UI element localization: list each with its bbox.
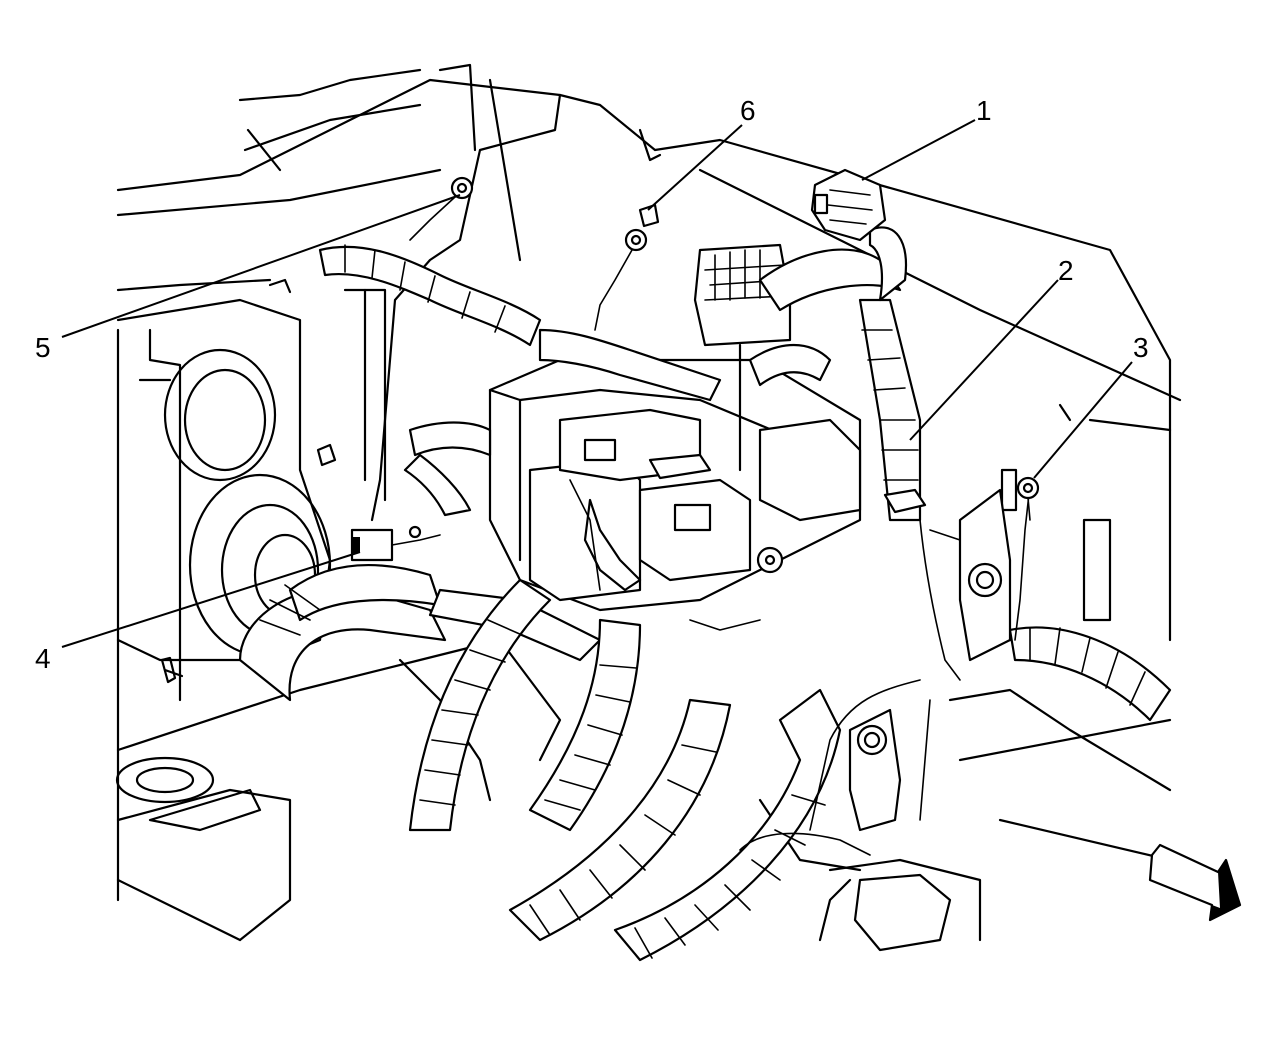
- leader-6: [647, 124, 743, 211]
- connector-4: [350, 525, 441, 562]
- ground-terminal-3: [1016, 476, 1040, 521]
- leader-2: [909, 279, 1059, 441]
- callout-3: 3: [1133, 332, 1149, 363]
- callout-4: 4: [35, 643, 51, 674]
- callout-5: 5: [35, 332, 51, 363]
- connector-1: [810, 168, 887, 242]
- ground-terminal-5: [409, 176, 474, 241]
- wiring-harness: [238, 226, 1172, 962]
- callout-numbers: 1 2 3 4 5 6: [35, 95, 1149, 674]
- leader-3: [1033, 361, 1133, 479]
- ground-brackets: [848, 488, 1012, 832]
- ground-terminal-6: [594, 203, 660, 331]
- leader-5: [61, 194, 461, 338]
- callout-leaders: [61, 119, 1133, 648]
- leader-4: [61, 551, 361, 648]
- callout-2: 2: [1058, 255, 1074, 286]
- callout-6: 6: [740, 95, 756, 126]
- front-direction-arrow-icon: [1148, 843, 1242, 922]
- underhood-fuse-block: [488, 243, 862, 612]
- leader-1: [861, 119, 976, 181]
- callout-1: 1: [976, 95, 992, 126]
